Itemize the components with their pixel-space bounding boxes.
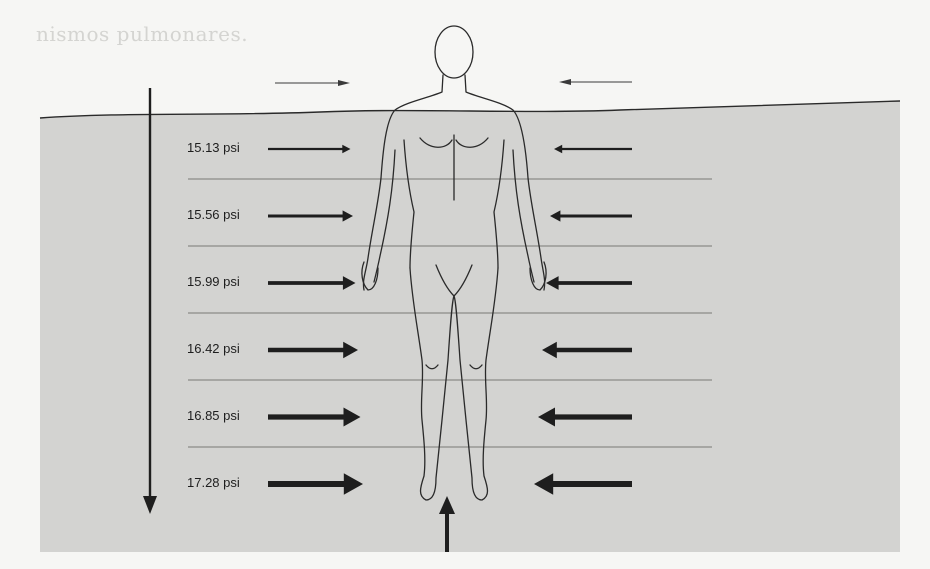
pressure-label: 16.42 psi <box>187 342 240 356</box>
pressure-label: 15.99 psi <box>187 275 240 289</box>
pressure-label: 15.13 psi <box>187 141 240 155</box>
surface-pressure-arrows <box>275 79 632 86</box>
pressure-label: 17.28 psi <box>187 476 240 490</box>
pressure-label: 15.56 psi <box>187 208 240 222</box>
pressure-label: 16.85 psi <box>187 409 240 423</box>
water-body <box>40 101 900 552</box>
figure-head <box>435 26 473 78</box>
